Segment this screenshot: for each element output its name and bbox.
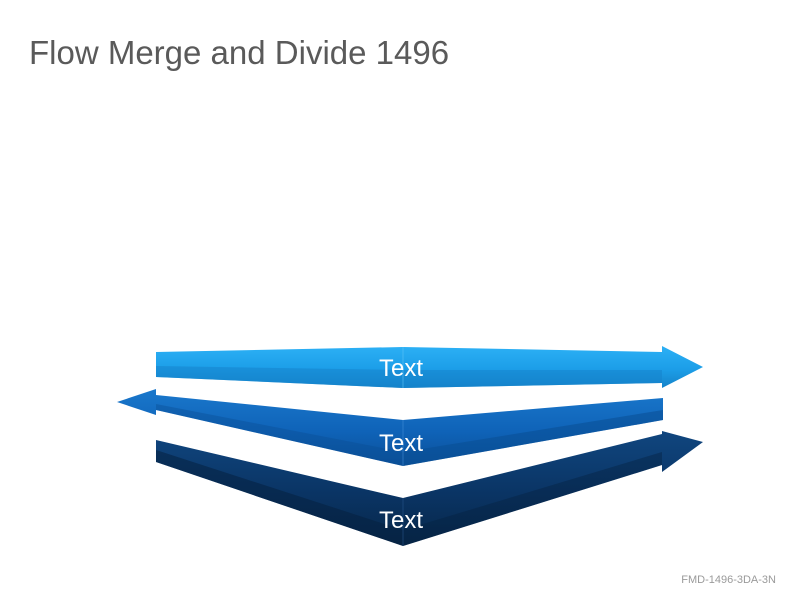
- arrow-middle-label: Text: [379, 430, 423, 457]
- slide-title: Flow Merge and Divide 1496: [29, 34, 450, 71]
- arrow-bottom-label: Text: [379, 507, 423, 534]
- footer-code: FMD-1496-3DA-3N: [681, 574, 776, 586]
- arrow-top-label: Text: [379, 355, 423, 382]
- arrow-middle: Text: [117, 389, 663, 466]
- arrow-bottom: Text: [156, 431, 703, 546]
- arrow-top: Text: [156, 346, 703, 388]
